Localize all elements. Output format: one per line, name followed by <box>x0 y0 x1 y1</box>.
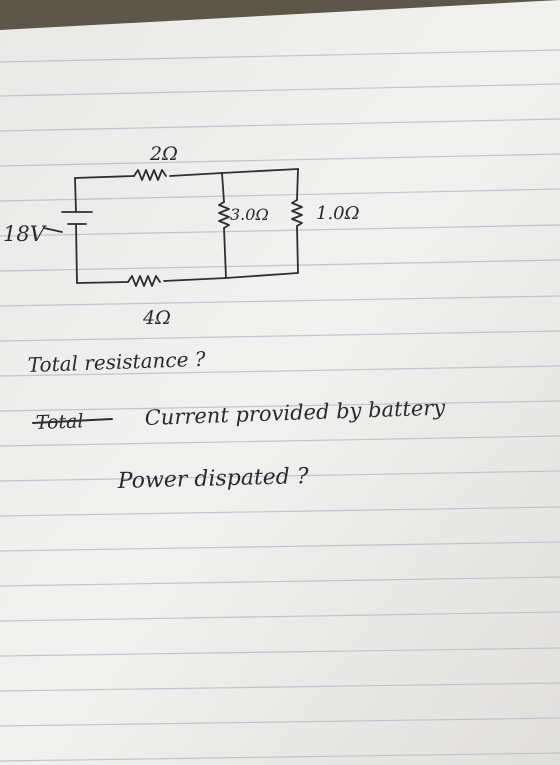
middle-resistor-symbol <box>218 201 230 229</box>
resistor-label-bottom: 4Ω <box>142 307 171 329</box>
top-wire <box>74 175 135 179</box>
left-wire-upper <box>74 177 77 213</box>
battery-symbol <box>61 211 93 225</box>
question-power: Power dispated ? <box>117 464 310 494</box>
middle-wire-lower <box>223 227 227 279</box>
battery-lead <box>43 227 63 233</box>
ruled-lines <box>0 49 560 762</box>
right-wire-upper <box>296 168 299 201</box>
left-wire-lower <box>75 223 78 284</box>
right-wire-lower <box>296 225 299 274</box>
circuit-diagram <box>43 168 303 287</box>
middle-wire-upper <box>221 172 225 203</box>
strikethrough-line <box>32 418 113 424</box>
bottom-resistor-symbol <box>127 275 161 287</box>
top-resistor-symbol <box>133 169 167 181</box>
bottom-wire <box>76 281 129 284</box>
right-resistor-symbol <box>291 199 303 227</box>
resistor-label-top: 2Ω <box>149 143 178 165</box>
battery-label: 18V <box>3 222 47 246</box>
resistor-label-middle: 3.0Ω <box>230 205 269 224</box>
resistor-label-right: 1.0Ω <box>316 203 360 224</box>
